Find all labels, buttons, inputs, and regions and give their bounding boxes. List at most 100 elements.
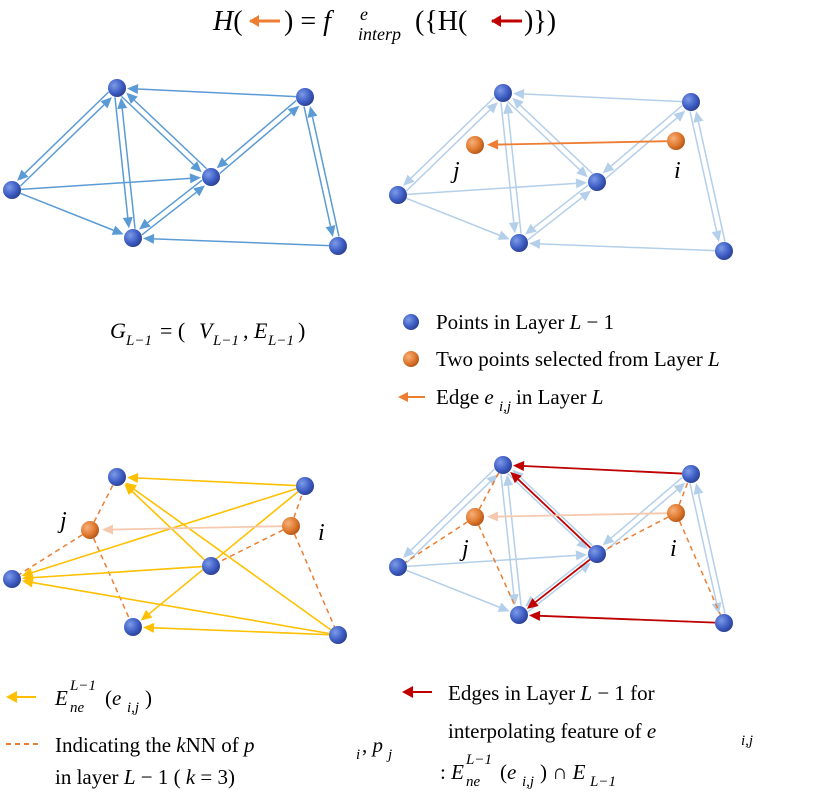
br-line3-E2-sub: L−1: [589, 774, 616, 790]
bl-yellow-FA: [125, 482, 332, 631]
svg-text:(e: (e: [500, 760, 516, 784]
bl-yellow-FE: [142, 622, 330, 636]
bl-E-sub: ne: [70, 700, 85, 716]
bl-dash-comma: ,: [362, 733, 373, 757]
tl-edge-AC: [120, 95, 202, 173]
svg-text:, p: , p: [362, 733, 383, 757]
br-line3-e: e: [507, 760, 516, 784]
legend-edge-var: L: [591, 385, 604, 409]
bl-knn-i-B: [290, 485, 306, 527]
br-line1-var: L: [579, 681, 592, 705]
svg-text:Edges in Layer L − 1 for: Edges in Layer L − 1 for: [448, 681, 655, 705]
tl-edge-FE: [142, 233, 330, 247]
legend-blue-text: Points in Layer: [436, 310, 570, 334]
br-line2: interpolating feature of: [448, 719, 647, 743]
bl-dash-p1-sub: i: [356, 747, 360, 763]
br-edge-FB: [693, 483, 726, 614]
tr-edge-EC: [527, 190, 591, 241]
tr-edge-FB: [693, 111, 726, 242]
bl-node-i: [282, 517, 300, 535]
br-edge-DA: [406, 474, 498, 564]
graph-label: G L−1 = ( V L−1 , E L−1 ): [110, 318, 305, 349]
tr-edge-BF: [689, 111, 722, 242]
legend-yellow-arrowhead-icon: [6, 691, 17, 703]
tl-edge-EC: [141, 185, 205, 236]
br-line3-E-sub: ne: [466, 774, 481, 790]
bl-E: E: [54, 686, 68, 710]
tl-node-F: [329, 237, 347, 255]
bl-node-C: [202, 557, 220, 575]
tr-node-i: [667, 132, 685, 150]
legend-top: Points in Layer L − 1 Two points selecte…: [398, 310, 720, 415]
br-node-j: [466, 508, 484, 526]
br-red-BA: [512, 461, 683, 475]
svg-text:G: G: [110, 318, 126, 343]
formula-args-open: ({H(: [415, 6, 467, 37]
bl-knn-j-E: [89, 529, 134, 628]
tl-edge-EA: [117, 97, 136, 229]
tr-edge-AD: [403, 96, 495, 186]
bl-node-E: [124, 618, 142, 636]
bl-dash2-keq: = 3): [195, 765, 235, 789]
br-edge-CA: [512, 469, 594, 547]
br-line1-tail: − 1 for: [592, 681, 655, 705]
tr-node-C: [588, 173, 606, 191]
bl-knn-i-F: [290, 525, 339, 636]
br-edge-AC: [506, 472, 588, 550]
tl-edge-DA: [20, 97, 112, 187]
svg-text:in layer L − 1 ( k = 3): in layer L − 1 ( k = 3): [55, 765, 235, 789]
tr-edge-FE: [528, 238, 716, 252]
tr-node-A: [494, 84, 512, 102]
br-red-CE: [526, 558, 591, 609]
bl-knn-i-C: [210, 525, 292, 567]
br-red-FE: [528, 610, 716, 624]
formula: H( ) = f e interp ({H( )}): [212, 4, 556, 44]
tr-edge-BC: [602, 104, 683, 174]
bl-dash2-text: in layer: [55, 765, 124, 789]
legend-orange-arrowhead-icon: [398, 392, 408, 402]
label-i-br: i: [670, 536, 677, 562]
br-line3-E: E: [450, 760, 464, 784]
formula-orange-arrowhead-icon: [249, 15, 259, 27]
tr-edge-CB: [605, 110, 686, 180]
bl-arg: (: [105, 686, 112, 710]
svg-text:interpolating feature of e: interpolating feature of e: [448, 719, 656, 743]
tl-edge-AE: [114, 97, 133, 229]
tl-edge-CA: [126, 92, 208, 170]
tl-edge-BF: [303, 106, 336, 237]
svg-text:({H(: ({H(: [415, 6, 467, 37]
bl-dash-p2-sub: j: [386, 747, 392, 763]
svg-text:: E: : E: [440, 760, 464, 784]
tr-edge-DA: [406, 102, 498, 192]
g-eq: = (: [160, 318, 185, 343]
br-node-F: [715, 614, 733, 632]
label-j-top: j: [450, 158, 460, 184]
legend-blue-tail: − 1: [581, 310, 614, 334]
svg-text:Two points selected from Layer: Two points selected from Layer L: [436, 347, 720, 371]
g-sub: L−1: [125, 333, 152, 349]
bl-yellow-BA: [126, 473, 297, 487]
tr-node-F: [715, 242, 733, 260]
br-line3-E-sup: L−1: [465, 752, 492, 768]
bl-e-sub: i,j: [127, 700, 139, 716]
tr-edge-DC: [406, 178, 588, 196]
br-node-i: [667, 504, 685, 522]
tr-node-j: [466, 136, 484, 154]
legend-blue-var: L: [569, 310, 582, 334]
br-edge-AD: [403, 468, 495, 558]
br-line2-e: e: [647, 719, 656, 743]
bl-edge-ij: [101, 524, 283, 535]
br-line1: Edges in Layer: [448, 681, 580, 705]
br-edge-DE: [406, 569, 510, 612]
br-line3-e-sub: i,j: [522, 774, 534, 790]
legend-bottom-left: E L−1 ne (e i,j ) Indicating the kNN of …: [6, 678, 392, 789]
legend-red-arrowhead-icon: [402, 686, 413, 698]
br-knn-j-D: [397, 516, 476, 568]
tl-edge-FB: [307, 106, 340, 237]
br-edge-CE: [525, 556, 589, 607]
bl-argc: ): [145, 686, 152, 710]
br-node-D: [389, 558, 407, 576]
br-line3-E2: E: [572, 760, 586, 784]
tl-node-E: [124, 229, 142, 247]
tl-edge-BC: [216, 99, 297, 169]
